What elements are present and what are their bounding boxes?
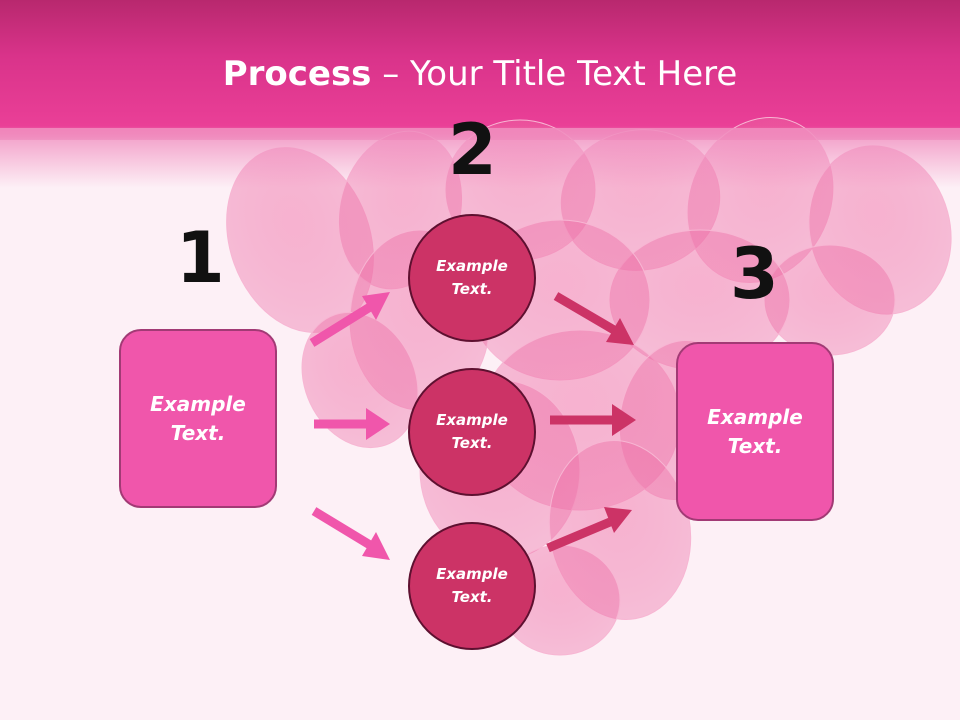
step-number-3: 3 <box>730 233 779 315</box>
end-box: Example Text. <box>676 342 834 521</box>
arrow-left-middle <box>314 408 390 440</box>
title-banner <box>0 0 960 140</box>
title-bold: Process <box>222 54 372 94</box>
step-number-2: 2 <box>448 109 497 191</box>
step-circle-bottom: Example Text. <box>408 522 536 650</box>
title-rest: – Your Title Text Here <box>371 54 738 94</box>
arrow-right-middle <box>550 404 636 436</box>
arrow-right-down <box>546 507 632 553</box>
arrow-right-up <box>553 292 634 345</box>
start-box: Example Text. <box>119 329 277 508</box>
step-number-1: 1 <box>176 217 225 299</box>
step-circle-middle: Example Text. <box>408 368 536 496</box>
slide-title: Process – Your Title Text Here <box>0 50 960 98</box>
arrow-left-up <box>309 292 390 347</box>
arrow-left-down <box>311 507 390 560</box>
banner-fade <box>0 128 960 188</box>
step-circle-top: Example Text. <box>408 214 536 342</box>
